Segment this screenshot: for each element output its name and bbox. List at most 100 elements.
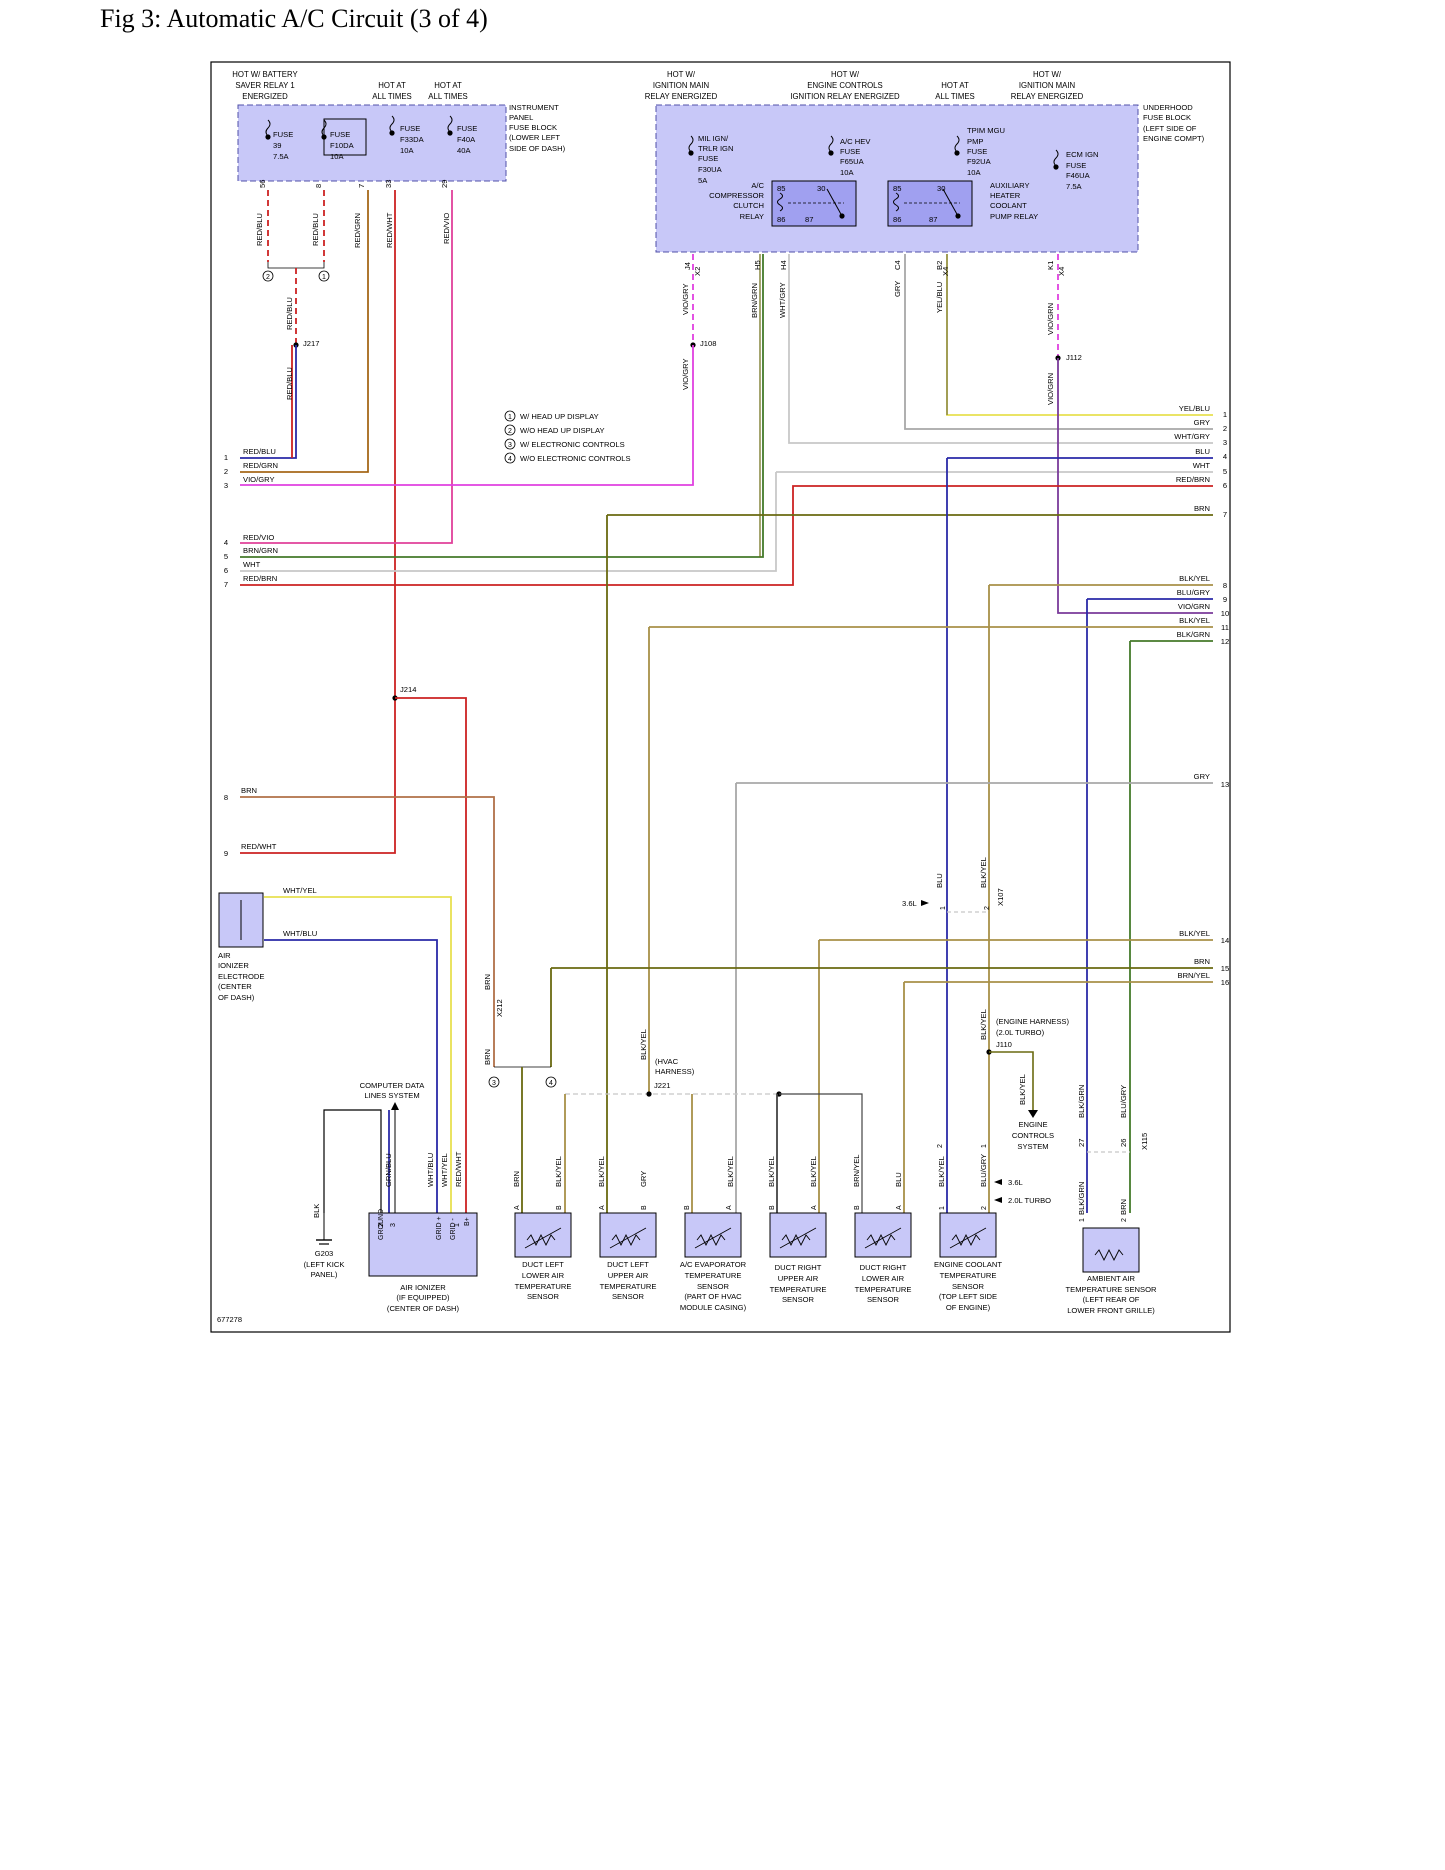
pin-label: 1 <box>1079 1218 1086 1222</box>
fuse-label: F33DA <box>400 135 425 144</box>
note-label: 3.6L <box>1008 1178 1023 1187</box>
relay-pin: 87 <box>805 215 813 224</box>
pin-label: B2 <box>935 261 944 270</box>
pin-label: B <box>769 1205 776 1210</box>
relay-contact <box>955 213 961 219</box>
header-label: HOT AT <box>941 81 969 90</box>
component-label: AMBIENT AIR <box>1087 1274 1135 1283</box>
wire-label: BLK/YEL <box>979 857 988 888</box>
header-label: IGNITION MAIN <box>1019 81 1075 90</box>
connector-number: 9 <box>1223 595 1227 604</box>
wire-label: RED/GRN <box>353 213 362 248</box>
legend-item: W/ ELECTRONIC CONTROLS <box>520 440 625 449</box>
component-label: G203 <box>315 1249 334 1258</box>
component-label: LOWER AIR <box>522 1271 565 1280</box>
wire-label: BLU <box>894 1172 903 1187</box>
fuse-label: 10A <box>840 168 854 177</box>
wire-red-brn <box>240 485 1213 586</box>
wire-wht-blu <box>264 939 438 1213</box>
option-circle-icon <box>318 270 330 282</box>
fuse-icon <box>265 119 271 137</box>
splice-label: J110 <box>996 1040 1012 1049</box>
fuse-label: FUSE <box>400 124 420 133</box>
component-label: (CENTER OF DASH) <box>387 1304 460 1313</box>
note-label: COMPUTER DATA <box>360 1081 426 1090</box>
fuse-label: PMP <box>967 137 983 146</box>
pin-label: 29 <box>440 180 449 188</box>
wire-label: RED/WHT <box>454 1151 463 1187</box>
thermistor-icon <box>611 1233 641 1247</box>
page-title: Fig 3: Automatic A/C Circuit (3 of 4) <box>100 4 488 33</box>
wire-label: BLK/YEL <box>554 1156 563 1187</box>
pin-label: 26 <box>1119 1139 1128 1147</box>
legend-item: W/O HEAD UP DISPLAY <box>520 426 605 435</box>
component-label: LOWER FRONT GRILLE) <box>1067 1306 1155 1315</box>
wire-label: VIO/GRY <box>681 283 690 315</box>
component-label: SENSOR <box>612 1292 645 1301</box>
component-label: MODULE CASING) <box>680 1303 747 1312</box>
wire-vio-gry <box>240 345 694 486</box>
wire-red-wht <box>240 190 396 854</box>
fuse-label: 10A <box>967 168 981 177</box>
option-circle-icon <box>545 1076 557 1088</box>
component-label: ELECTRODE <box>218 972 264 981</box>
splice-j221 <box>646 1091 652 1097</box>
wire-brn-grn <box>240 254 764 558</box>
header-label: HOT AT <box>434 81 462 90</box>
component-label: AIR <box>218 951 231 960</box>
component-label: TEMPERATURE <box>770 1285 827 1294</box>
option-circle-icon <box>504 452 516 464</box>
relay-label: HEATER <box>990 191 1021 200</box>
wire-label: BLK/YEL <box>767 1156 776 1187</box>
pin-label: C4 <box>893 260 902 270</box>
fuse-terminal <box>688 150 694 156</box>
thermistor-icon <box>696 1233 726 1247</box>
wire-red-vio <box>240 190 453 544</box>
wire-brn <box>240 796 495 1067</box>
note-label: (HVAC <box>655 1057 679 1066</box>
connector-number: 14 <box>1221 936 1229 945</box>
header-label: ALL TIMES <box>935 92 974 101</box>
connector-id: X107 <box>996 888 1005 906</box>
note-label: ENGINE <box>1018 1120 1047 1129</box>
thermistor-icon <box>866 1233 896 1247</box>
arrow-icon <box>921 900 929 906</box>
thermistor-icon <box>1094 1248 1124 1262</box>
pin-label: 7 <box>357 184 366 188</box>
wire-label: WHT <box>243 560 261 569</box>
fuse-block-label: (LOWER LEFT <box>509 133 560 142</box>
thermistor-icon <box>526 1233 556 1247</box>
component-label: A/C EVAPORATOR <box>680 1260 747 1269</box>
pin-label: B <box>684 1205 691 1210</box>
splice-label: J214 <box>400 685 416 694</box>
fuse-label: 10A <box>330 152 344 161</box>
fuse-terminal <box>1053 164 1059 170</box>
header-label: RELAY ENERGIZED <box>645 92 718 101</box>
relay-label: COMPRESSOR <box>709 191 764 200</box>
fuse-icon <box>828 135 834 153</box>
note-label: SYSTEM <box>1017 1142 1048 1151</box>
connector-number: 6 <box>224 566 228 575</box>
sensor-duct_right_upper <box>769 1212 827 1258</box>
pin-label: B <box>556 1205 563 1210</box>
sensor-duct_left_upper <box>599 1212 657 1258</box>
wire-label: RED/BRN <box>243 574 277 583</box>
wire-blk <box>323 1109 382 1213</box>
connector-id: X2 <box>693 267 702 276</box>
note-label: 2.0L TURBO <box>1008 1196 1051 1205</box>
wire-label: YEL/BLU <box>1179 404 1210 413</box>
header-label: ENERGIZED <box>242 92 288 101</box>
component-label: SENSOR <box>527 1292 560 1301</box>
component-label: (TOP LEFT SIDE <box>939 1292 997 1301</box>
wire-label: BLK/GRN <box>1077 1182 1086 1215</box>
option-circle-icon <box>504 438 516 450</box>
relay-switch-icon <box>942 188 959 217</box>
wire-red-wht <box>395 697 467 1213</box>
header-label: IGNITION MAIN <box>653 81 709 90</box>
wire-label: BRN <box>1119 1199 1128 1215</box>
header-label: SAVER RELAY 1 <box>235 81 294 90</box>
fuse-label: F30UA <box>698 165 723 174</box>
connector-number: 3 <box>224 481 228 490</box>
wire-label: WHT <box>1193 461 1211 470</box>
